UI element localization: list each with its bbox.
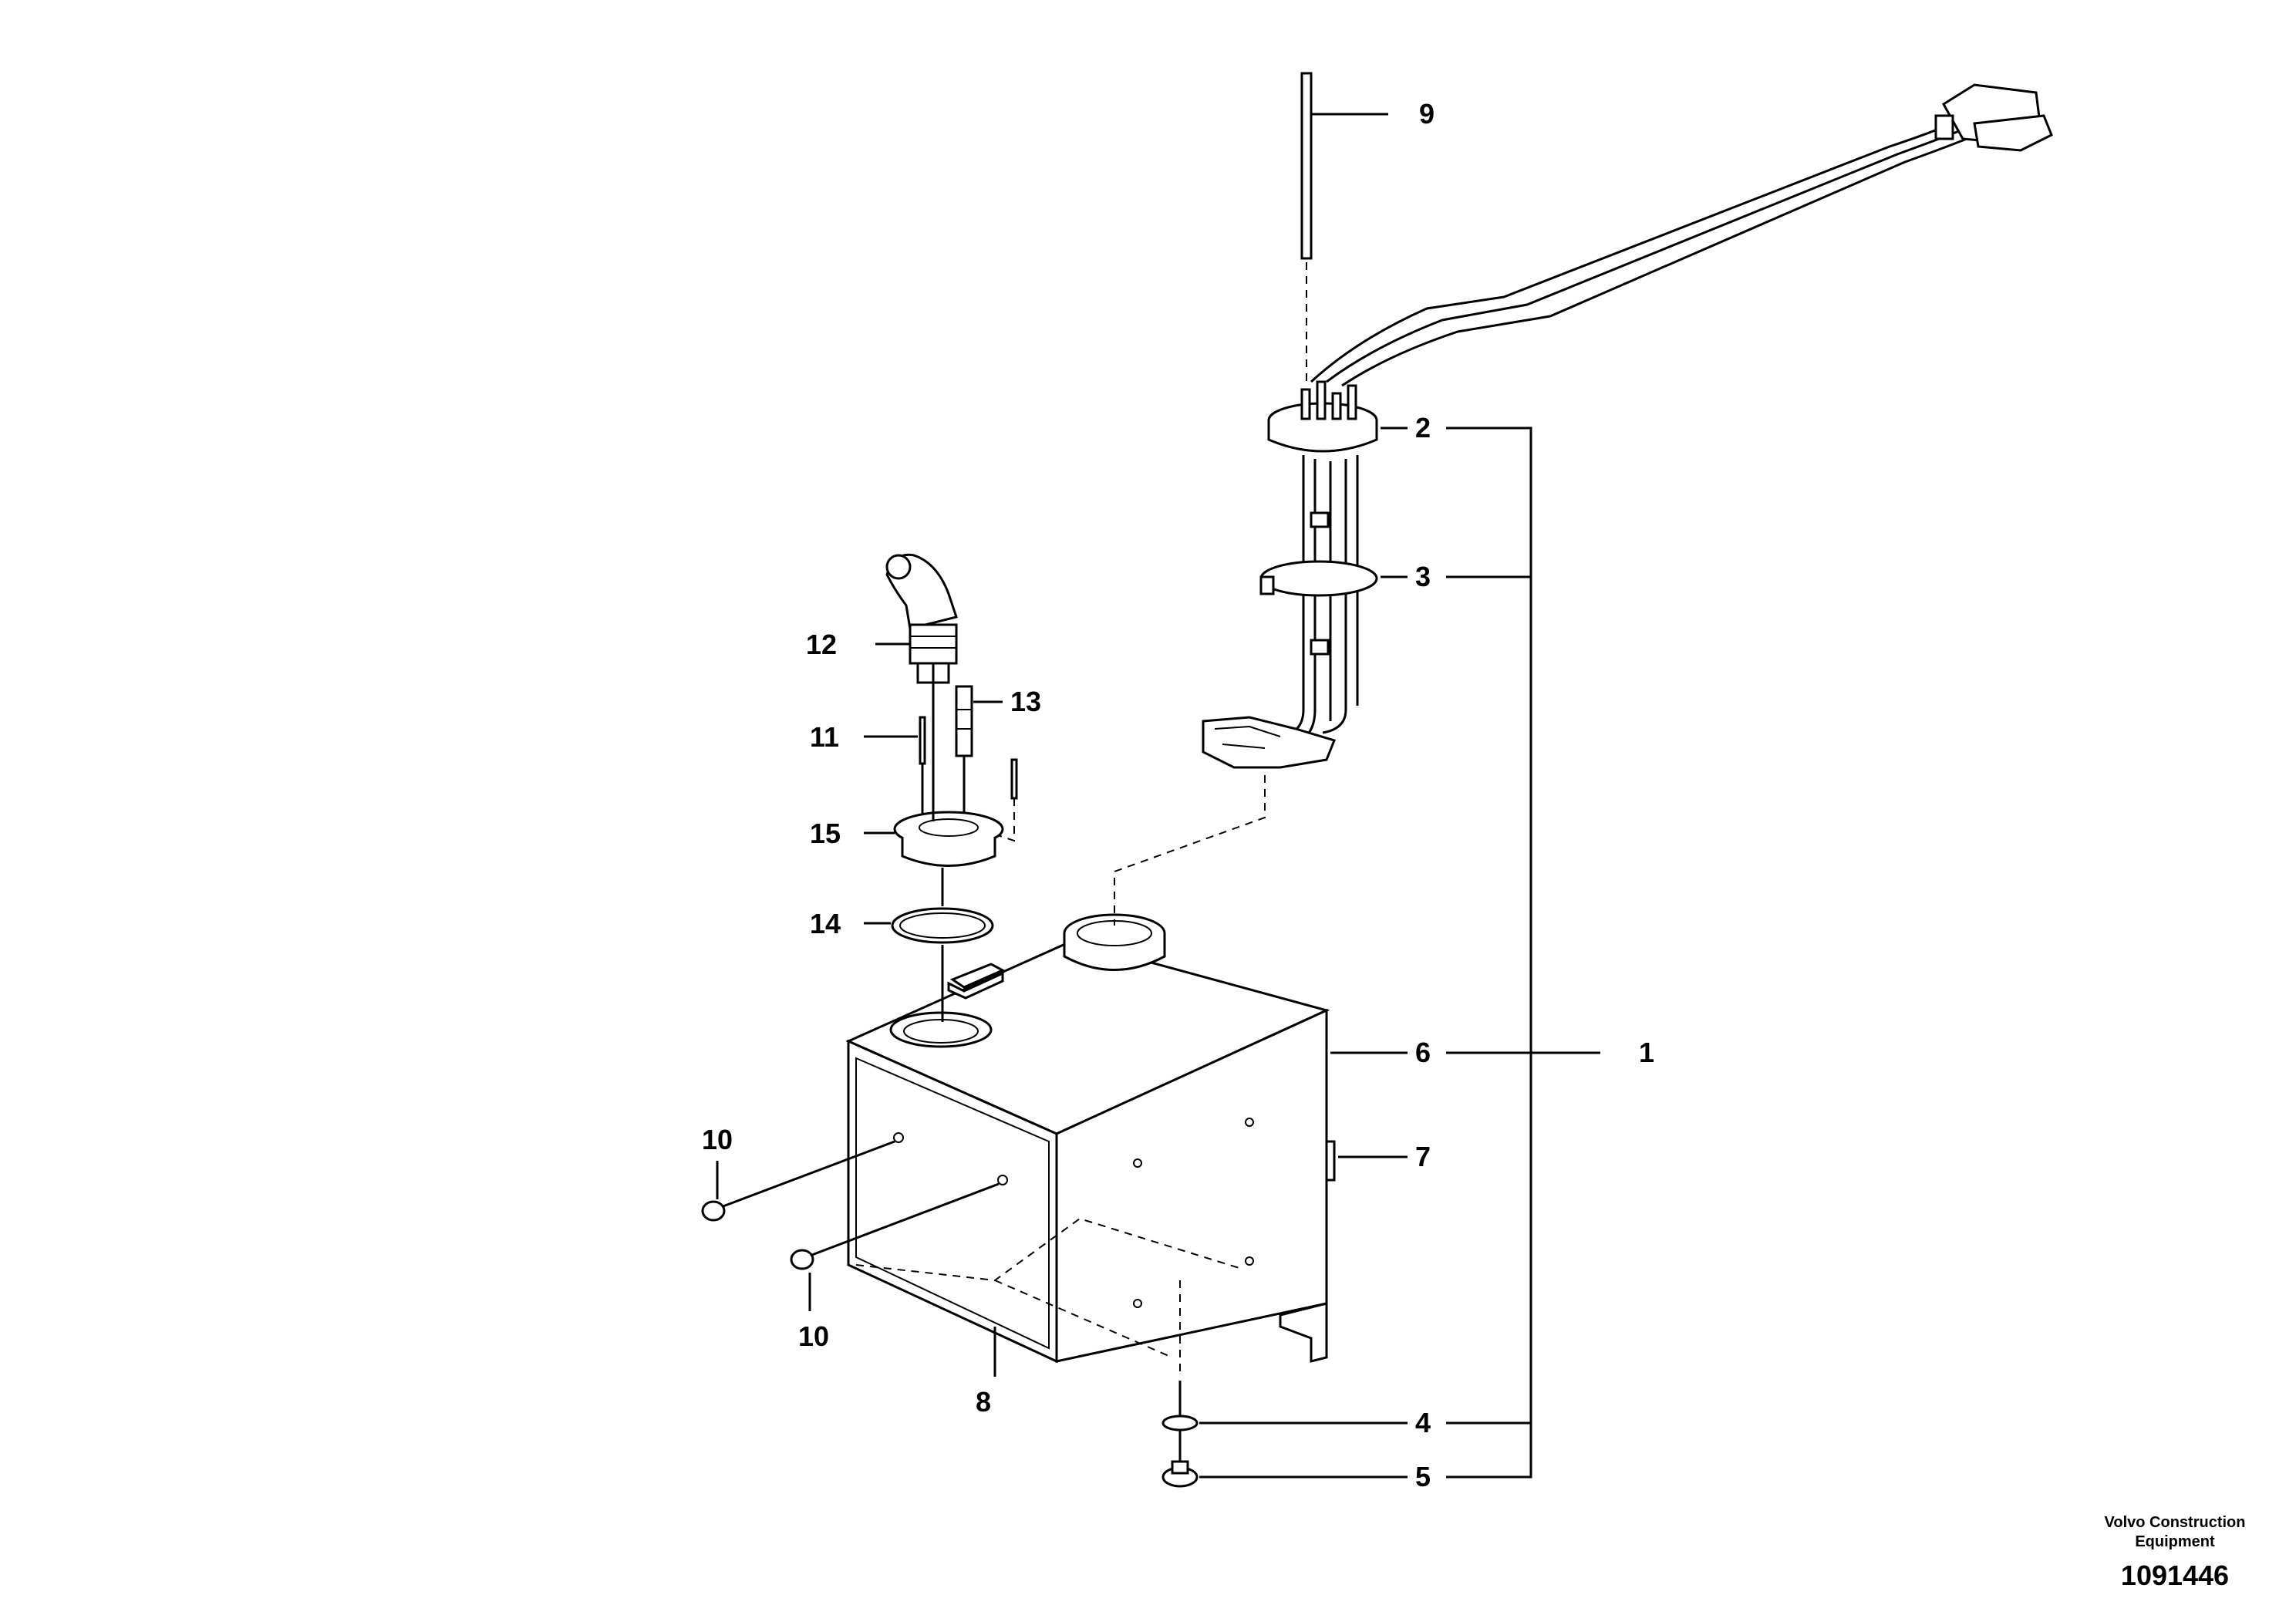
drain-washer — [1161, 1415, 1199, 1431]
tube-clip — [1310, 511, 1330, 528]
callout-13: 13 — [1010, 686, 1041, 717]
filler-elbow-end — [885, 554, 912, 580]
sender-tube — [1322, 459, 1347, 734]
sender-pickup — [1202, 716, 1337, 769]
callout-6: 6 — [1415, 1037, 1431, 1068]
sender-pipe-top — [1316, 380, 1327, 420]
tank-hole — [997, 1175, 1008, 1185]
company-name-line2: Equipment — [2135, 1533, 2215, 1550]
screw-guide — [805, 1182, 1000, 1259]
filler-flange-inner — [919, 818, 979, 837]
callout-4: 4 — [1415, 1407, 1431, 1438]
sender-assembly-guide — [1114, 775, 1266, 926]
breather-pin — [955, 685, 973, 757]
sender-tube — [1279, 455, 1305, 738]
sender-opening-neck — [1063, 933, 1166, 971]
side-screws — [701, 1140, 1000, 1270]
leader-bracket-1 — [1446, 427, 1600, 1479]
screw — [1010, 758, 1018, 800]
callout-14: 14 — [810, 908, 841, 939]
sender-tube — [1287, 459, 1317, 746]
callout-12: 12 — [806, 629, 837, 660]
tank-hole — [893, 1132, 904, 1143]
tank-hidden-edges — [855, 1217, 1242, 1358]
footer: Volvo Construction Equipment 1091446 — [2105, 1514, 2246, 1591]
leader-lines — [716, 113, 1600, 1479]
callout-2: 2 — [1415, 412, 1431, 443]
callout-1: 1 — [1639, 1037, 1654, 1068]
clamp-screw — [1259, 575, 1275, 595]
sender-pickup-detail — [1214, 725, 1281, 749]
callout-11: 11 — [810, 721, 839, 753]
o-ring-inner — [899, 912, 986, 939]
document-number: 1091446 — [2121, 1560, 2229, 1591]
callout-8: 8 — [976, 1386, 991, 1418]
dipstick-rod — [1300, 72, 1313, 260]
tank-handle — [949, 963, 1006, 989]
drain — [1161, 1280, 1199, 1488]
wiring-harness — [1310, 83, 2053, 387]
sender-pipe-top — [1347, 384, 1357, 420]
tank-hole — [1133, 1158, 1142, 1168]
connector-grommet — [1934, 114, 1954, 140]
tank-hole — [1133, 1299, 1142, 1308]
tank-handle-base — [947, 971, 1004, 1000]
callout-5: 5 — [1415, 1461, 1431, 1492]
clamp-band — [1259, 560, 1378, 597]
filler-sleeve — [909, 623, 958, 665]
harness-wire — [1310, 122, 1952, 383]
callout-labels: 9 2 3 6 1 7 4 5 12 13 11 15 14 10 10 8 — [702, 98, 1654, 1492]
callout-15: 15 — [810, 818, 841, 849]
o-ring — [891, 907, 994, 944]
company-name-line1: Volvo Construction — [2105, 1514, 2246, 1531]
sender-unit — [1114, 380, 1378, 926]
callout-7: 7 — [1415, 1141, 1431, 1172]
filler-assembly — [885, 553, 1018, 1022]
filler-opening — [889, 1011, 993, 1048]
part-7-fitting — [1325, 1140, 1336, 1182]
screw-head — [790, 1249, 814, 1270]
screw-head — [701, 1200, 726, 1222]
tank-hole — [1245, 1118, 1254, 1127]
tank-panel-outline — [855, 1057, 1050, 1350]
part-9-rod — [1300, 72, 1313, 382]
tank-hole — [1245, 1256, 1254, 1266]
screw-guide — [720, 1140, 895, 1209]
tank — [845, 913, 1336, 1364]
callout-3: 3 — [1415, 561, 1431, 592]
connector-bracket — [1973, 114, 2053, 152]
callout-10b: 10 — [798, 1320, 829, 1352]
screw — [919, 716, 926, 765]
callout-10a: 10 — [702, 1124, 733, 1155]
sender-pipe-top — [1300, 388, 1311, 420]
sender-pipe-top — [1331, 392, 1342, 420]
callout-9: 9 — [1419, 98, 1435, 130]
filler-flange-thread — [901, 837, 996, 867]
harness-wire — [1341, 137, 1967, 387]
tank-bracket — [1279, 1302, 1328, 1363]
drain-plug-stem — [1171, 1460, 1189, 1475]
tube-clip — [1310, 639, 1330, 656]
filler-opening-inner — [903, 1019, 979, 1044]
sender-flange-body — [1267, 420, 1378, 453]
